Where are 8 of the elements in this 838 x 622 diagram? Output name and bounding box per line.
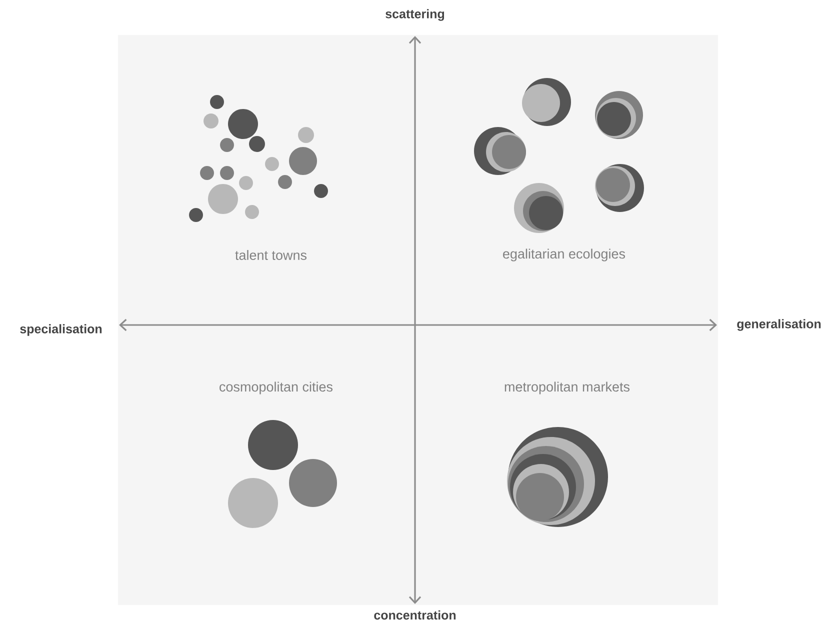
quadrant-label: cosmopolitan cities	[220, 382, 332, 394]
axis-label: concentration	[374, 610, 456, 620]
quadrant-label: talent towns	[235, 250, 307, 260]
quadrant-label: egalitarian ecologies	[503, 248, 625, 262]
axis-label: generalisation	[737, 319, 821, 331]
quadrant-label: metropolitan markets	[504, 382, 630, 394]
axis-label: specialisation	[20, 324, 102, 336]
axis-label: scattering	[386, 9, 444, 21]
